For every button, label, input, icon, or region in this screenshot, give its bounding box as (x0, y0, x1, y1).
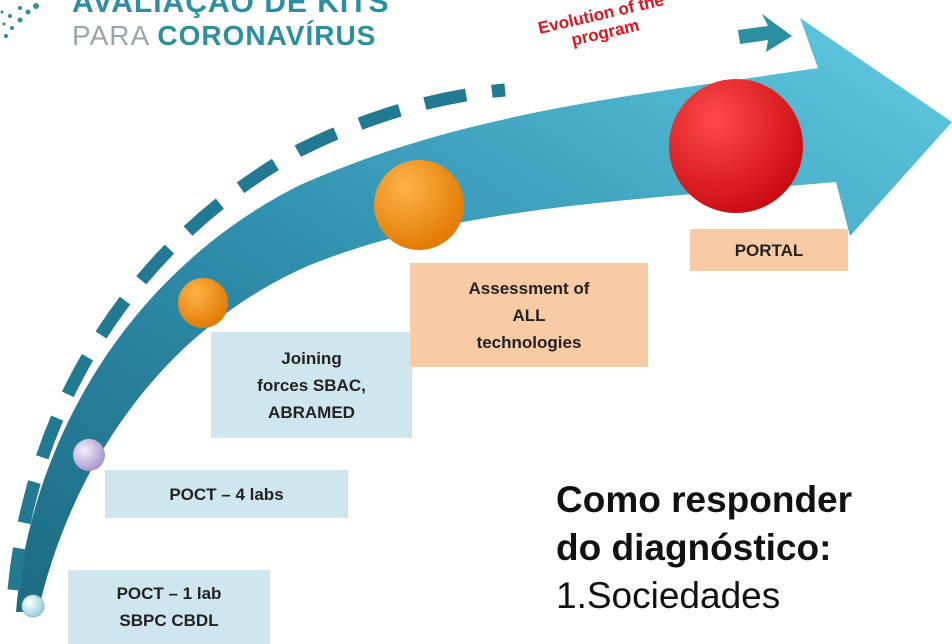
small-arrow-icon (738, 14, 792, 52)
stage-box-poct1: POCT – 1 lab SBPC CBDL (68, 570, 270, 644)
body-text-line3: 1.Sociedades (556, 575, 781, 616)
body-text-line2: do diagnóstico: (556, 527, 832, 568)
body-text: Como responder do diagnóstico: 1.Socieda… (556, 476, 852, 620)
stage-box-joining: Joining forces SBAC, ABRAMED (211, 332, 412, 438)
logo-dots-icon (0, 3, 39, 38)
dashed-arc (7, 83, 506, 591)
marker-joining (178, 278, 228, 328)
marker-poct1 (21, 594, 45, 618)
body-text-line1: Como responder (556, 479, 853, 520)
stage-box-poct4: POCT – 4 labs (105, 470, 348, 518)
header-subtitle: PARA CORONAVÍRUS (72, 20, 376, 52)
stage-box-portal: PORTAL (690, 229, 848, 271)
marker-poct4 (73, 439, 105, 471)
marker-assess (374, 160, 464, 250)
stage-box-assessment: Assessment of ALL technologies (410, 263, 648, 367)
header-title: AVALIAÇÃO DE KITS (72, 0, 390, 19)
header-subtitle-bold: CORONAVÍRUS (157, 20, 377, 51)
header-subtitle-light: PARA (72, 20, 158, 51)
marker-portal (669, 79, 803, 213)
